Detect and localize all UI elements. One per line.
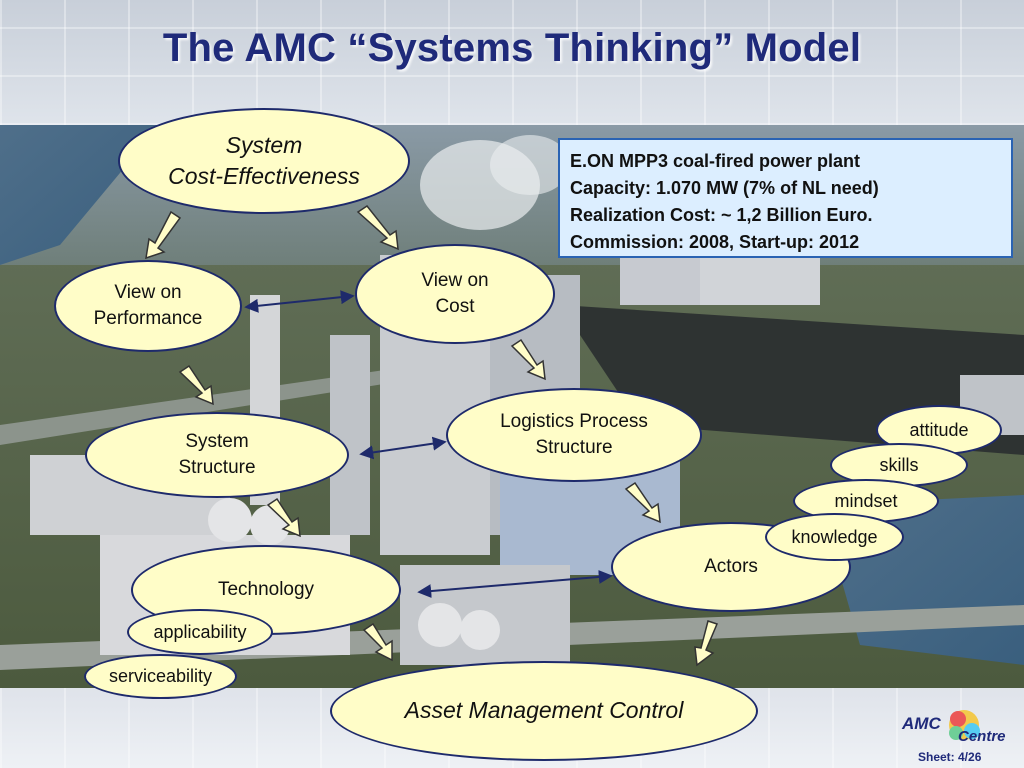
svg-text:AMC: AMC <box>901 714 941 733</box>
node-system-cost-effectiveness: System Cost-Effectiveness <box>118 108 410 214</box>
node-view-on-cost: View on Cost <box>355 244 555 344</box>
node-view-on-performance: View on Performance <box>54 260 242 352</box>
page-title: The AMC “Systems Thinking” Model <box>162 26 862 70</box>
amc-centre-logo: AMC Centre <box>901 710 1006 745</box>
plant-info-box: E.ON MPP3 coal-fired power plant Capacit… <box>558 138 1013 258</box>
info-capacity: Capacity: 1.070 MW (7% of NL need) <box>570 178 879 198</box>
header-background <box>0 0 1024 125</box>
tag-applicability: applicability <box>127 609 273 655</box>
sheet-number: Sheet: 4/26 <box>918 750 982 764</box>
info-plant-name: E.ON MPP3 coal-fired power plant <box>570 151 861 171</box>
info-realization-cost: Realization Cost: ~ 1,2 Billion Euro. <box>570 205 873 225</box>
node-system-structure: System Structure <box>85 412 349 498</box>
info-commission: Commission: 2008, Start-up: 2012 <box>570 232 860 252</box>
svg-text:Centre: Centre <box>958 728 1006 745</box>
tag-knowledge: knowledge <box>765 513 904 561</box>
tag-serviceability: serviceability <box>84 654 237 699</box>
node-asset-management-control: Asset Management Control <box>330 661 758 761</box>
node-logistics-process-structure: Logistics Process Structure <box>446 388 702 482</box>
